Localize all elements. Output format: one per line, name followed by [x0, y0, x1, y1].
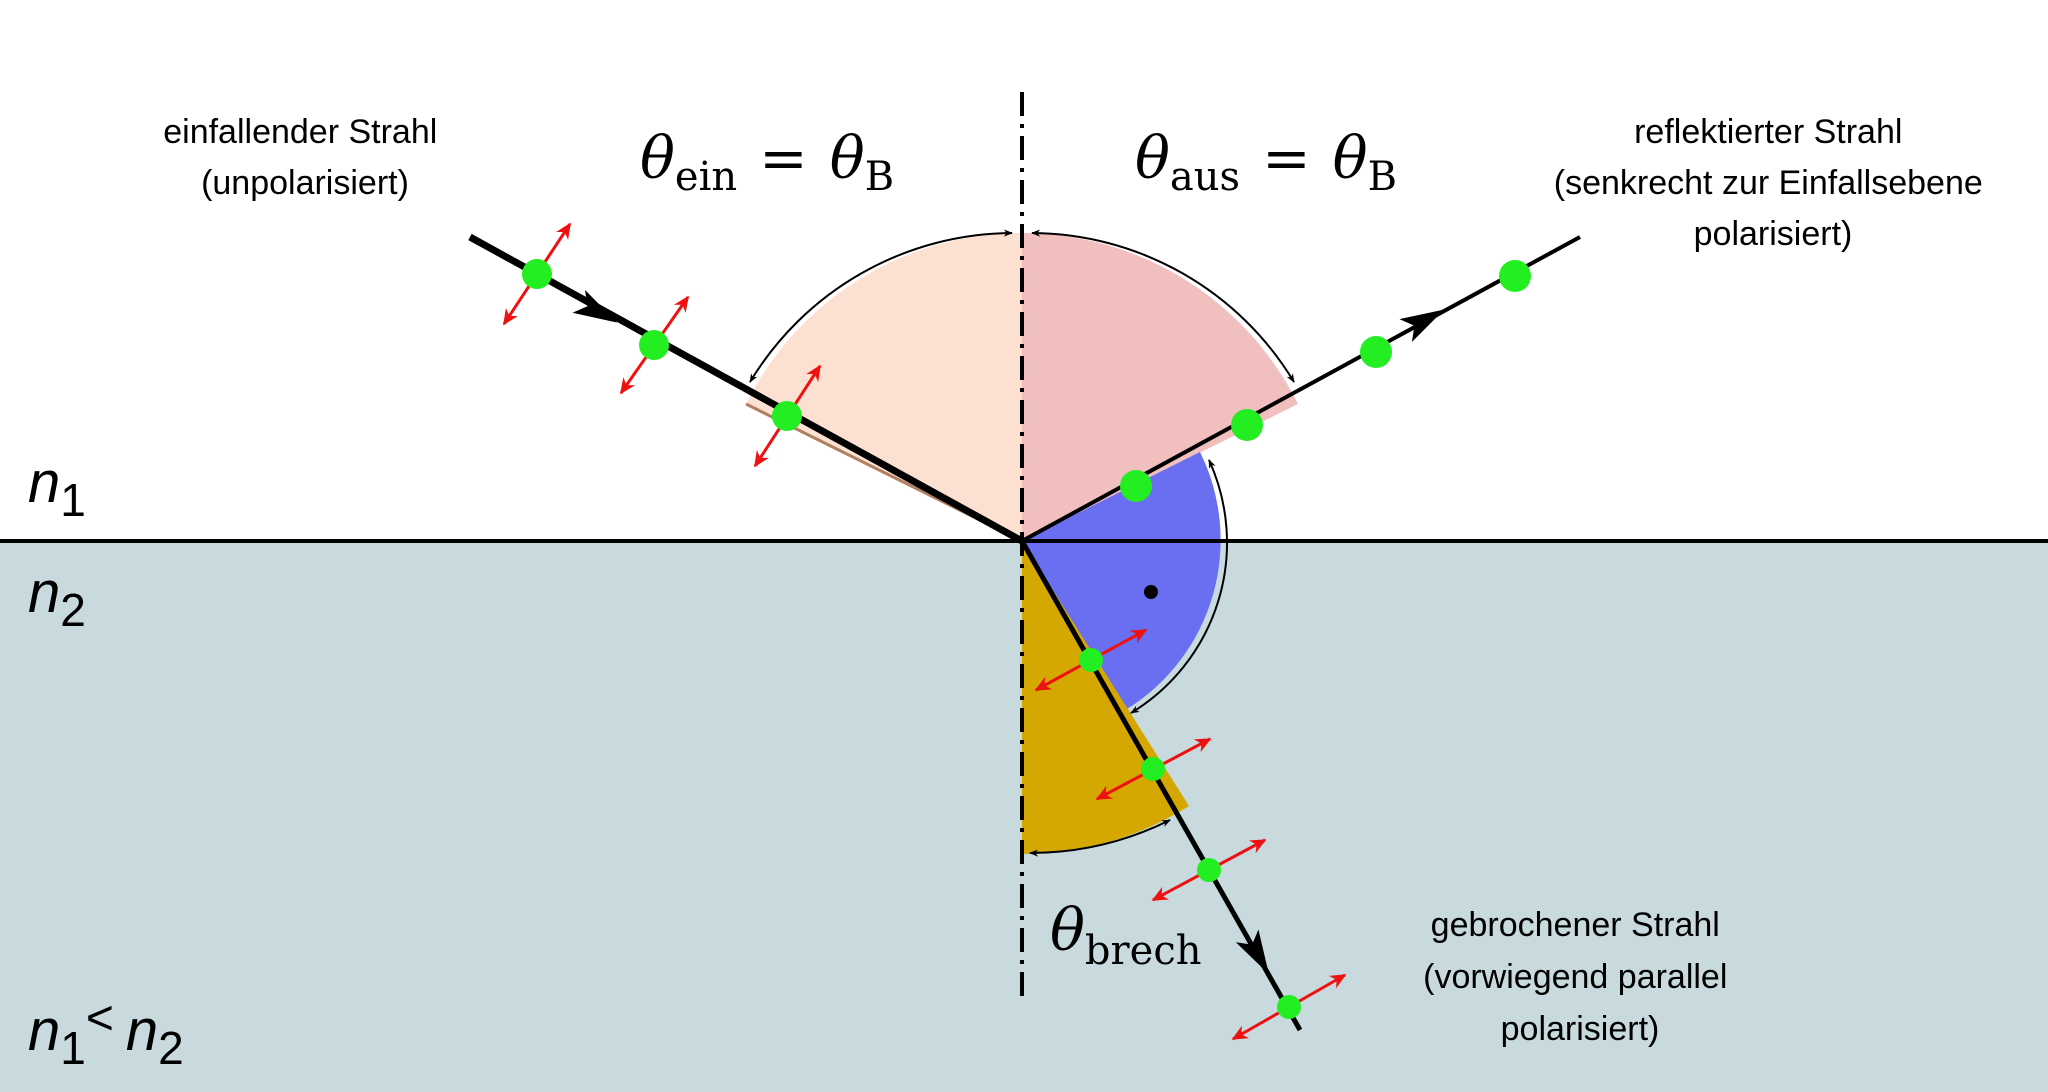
polarization-dot: [1360, 336, 1392, 368]
reflected-angle-label: θaus=θB: [1135, 124, 1397, 200]
medium-1-label: n1: [28, 450, 86, 526]
refracted-ray-label: gebrochener Strahl (vorwiegend parallel …: [1423, 906, 1737, 1048]
polarization-dot: [1499, 260, 1531, 292]
incident-angle-sector: [746, 232, 1022, 542]
reflected-ray-label-line-2: (senkrecht zur Einfallsebene: [1554, 164, 1983, 202]
polarization-dot: [1231, 409, 1263, 441]
refractive-index-relation: n1<n2: [28, 992, 184, 1074]
polarization-dot: [1120, 470, 1152, 502]
reflected-direction-arrowhead: [1399, 309, 1445, 342]
incident-ray-label-line-2: (unpolarisiert): [201, 164, 409, 202]
refracted-ray-label-line-2: (vorwiegend parallel: [1423, 958, 1727, 996]
incident-ray-label-line-1: einfallender Strahl: [163, 113, 437, 151]
incident-polarization-markers: [502, 222, 822, 468]
reflected-angle-arc: [1031, 229, 1295, 383]
polarization-dot: [639, 330, 669, 360]
polarization-dot: [1079, 648, 1103, 672]
reflected-ray: [1021, 235, 1581, 543]
right-angle-dot: [1144, 585, 1158, 599]
incident-angle-label: θein=θB: [640, 124, 894, 200]
refracted-polarization-markers: [1034, 628, 1347, 1041]
polarization-dot: [1277, 995, 1301, 1019]
polarization-dot: [1197, 858, 1221, 882]
refracted-ray-label-line-3: polarisiert): [1501, 1010, 1660, 1048]
refracted-ray-label-line-1: gebrochener Strahl: [1431, 906, 1720, 944]
right-angle-arc: [1130, 459, 1228, 714]
incident-direction-arrowhead: [572, 290, 618, 323]
medium-2-label: n2: [28, 560, 86, 636]
polarization-dot: [522, 259, 552, 289]
refracted-angle-arc: [1029, 819, 1171, 857]
incident-angle-arc: [749, 229, 1013, 383]
polarization-dot: [1141, 757, 1165, 781]
refracted-angle-label: θbrech: [1050, 896, 1201, 974]
polarization-dot: [772, 401, 802, 431]
incident-ray-label: einfallender Strahl (unpolarisiert): [163, 113, 447, 202]
reflected-polarization-markers: [1120, 260, 1531, 502]
reflected-ray-label: reflektierter Strahl (senkrecht zur Einf…: [1554, 113, 1992, 253]
reflected-ray-label-line-3: polarisiert): [1694, 215, 1853, 253]
reflected-ray-label-line-1: reflektierter Strahl: [1634, 113, 1902, 151]
refracted-direction-arrowhead: [1235, 929, 1269, 975]
